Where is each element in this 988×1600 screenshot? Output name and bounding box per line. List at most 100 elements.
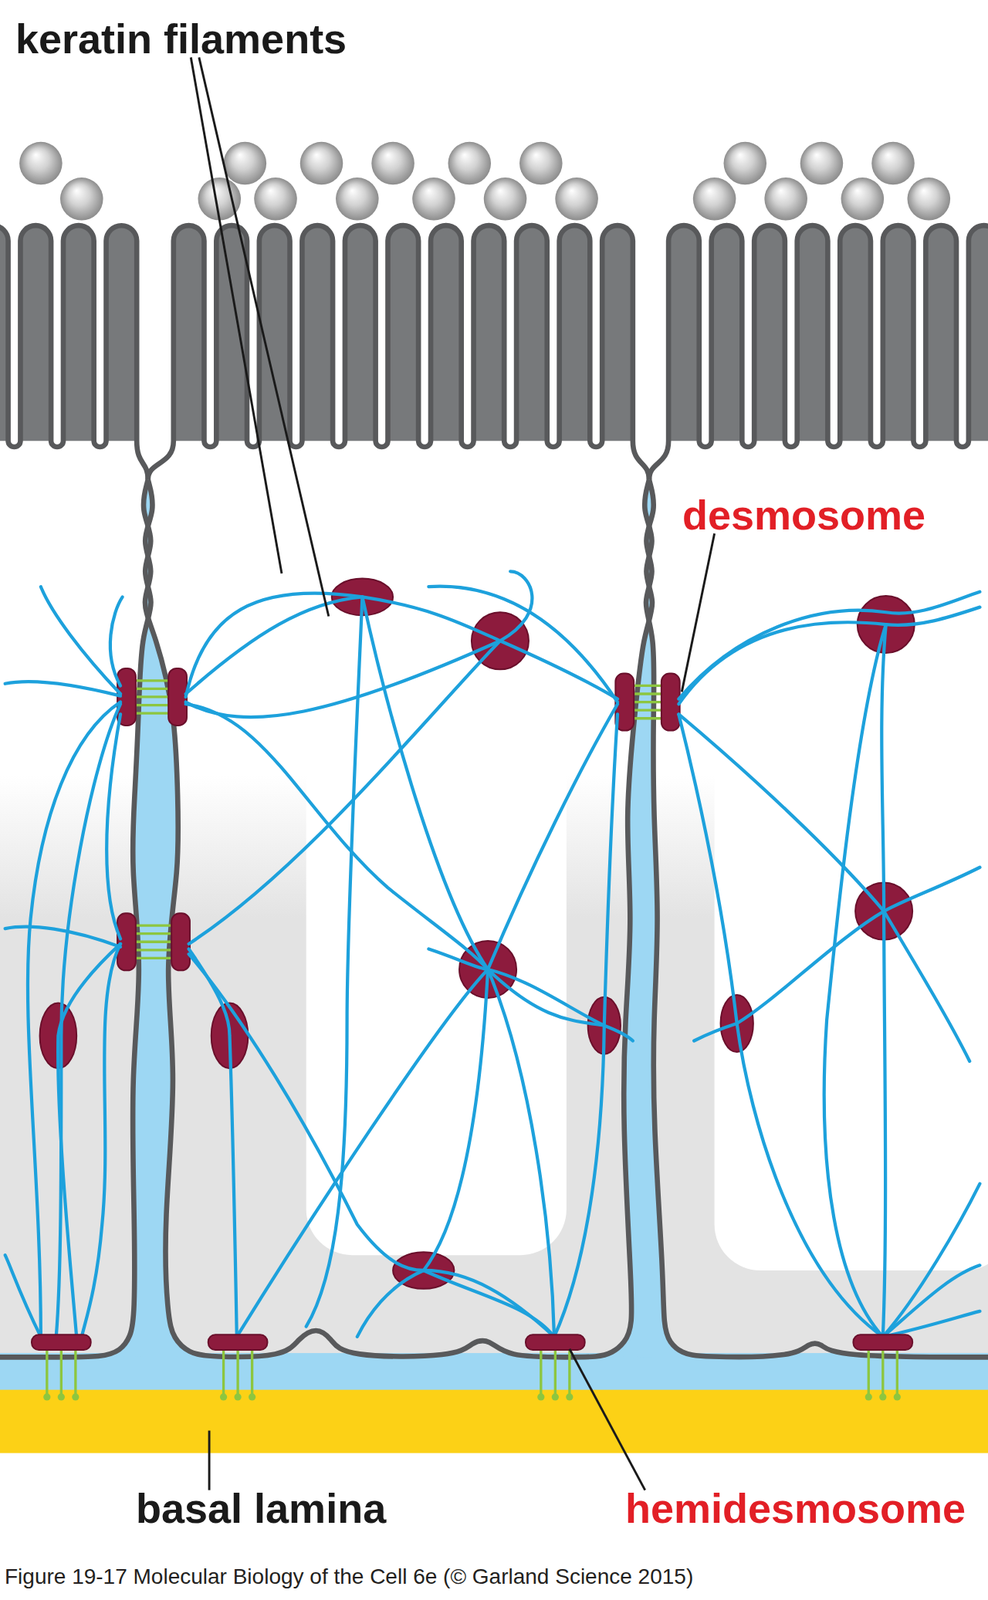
cadherin-link	[135, 687, 170, 691]
integrin-link	[539, 1349, 542, 1395]
keratin-filament	[186, 703, 605, 1026]
desmosome-plaque	[171, 913, 190, 971]
microvillus	[301, 225, 333, 441]
microvillus	[63, 225, 95, 441]
leader-line	[199, 57, 329, 616]
keratin-filament	[189, 954, 555, 1337]
microvillus	[754, 225, 785, 441]
surface-sphere	[764, 177, 808, 221]
keratin-filament	[5, 681, 121, 696]
integrin-link	[74, 1349, 77, 1395]
microvillus	[20, 225, 51, 441]
surface-sphere	[447, 142, 491, 186]
keratin-filament	[423, 1270, 555, 1337]
keratin-filament	[693, 867, 980, 1042]
cell-membrane	[0, 479, 151, 1357]
microvillus	[602, 225, 633, 441]
cadherin-link	[135, 695, 170, 698]
keratin-filament	[5, 1255, 41, 1337]
surface-sphere	[841, 177, 885, 221]
integrin-end	[537, 1393, 545, 1401]
integrin-link	[250, 1349, 254, 1395]
surface-sphere	[60, 177, 104, 221]
integrin-end	[865, 1393, 873, 1401]
microvillus	[345, 225, 376, 441]
surface-sphere	[554, 177, 599, 221]
microvillus	[839, 225, 871, 441]
microvillus	[711, 225, 743, 441]
integrin-link	[222, 1349, 225, 1395]
part-label: keratin filaments	[15, 16, 347, 62]
keratin-filament	[883, 1265, 981, 1337]
surface-sphere	[800, 142, 844, 186]
integrin-link	[45, 1349, 48, 1395]
keratin-filament	[357, 1270, 424, 1337]
cadherin-link	[135, 711, 170, 714]
microvillus	[516, 225, 548, 441]
keratin-filament	[883, 911, 970, 1062]
part-label: basal lamina	[135, 1485, 386, 1532]
part-label: desmosome	[682, 492, 926, 538]
keratin-filament	[362, 596, 555, 1337]
integrin-link	[554, 1349, 557, 1395]
keratin-filament	[189, 640, 501, 945]
surface-sphere	[907, 177, 951, 221]
microvillus	[559, 225, 591, 441]
desmosome-plaque	[117, 913, 136, 971]
integrin-end	[565, 1393, 573, 1401]
cadherin-link	[135, 957, 173, 960]
microvillus	[668, 225, 700, 441]
surface-sphere	[19, 142, 63, 186]
keratin-filament	[57, 944, 121, 1337]
keratin-filament	[186, 596, 363, 694]
keratin-filament	[40, 586, 121, 694]
part-label: hemidesmosome	[625, 1485, 966, 1532]
integrin-end	[233, 1393, 241, 1401]
keratin-filament	[106, 713, 121, 939]
surface-sphere	[371, 142, 415, 186]
surface-sphere	[483, 177, 528, 221]
cadherin-link	[135, 679, 170, 682]
integrin-end	[71, 1393, 79, 1401]
microvillus	[173, 225, 205, 441]
surface-sphere	[412, 177, 456, 221]
microvillus	[797, 225, 829, 441]
cadherin-link	[135, 923, 173, 927]
surface-sphere	[300, 142, 344, 186]
figure-caption: Figure 19-17 Molecular Biology of the Ce…	[4, 1563, 694, 1591]
integrin-link	[236, 1349, 239, 1395]
keratin-filament	[110, 596, 123, 686]
keratin-filament	[27, 702, 121, 1337]
apical-membrane	[0, 225, 149, 480]
cadherin-link	[135, 932, 173, 935]
integrin-end	[248, 1393, 256, 1401]
keratin-filament	[428, 586, 618, 703]
cell-membrane	[646, 479, 988, 1357]
cadherin-link	[135, 703, 170, 707]
hemidesmosome-plaque	[208, 1334, 268, 1351]
microvillus	[387, 225, 419, 441]
cadherin-link	[632, 692, 663, 695]
apical-membrane	[148, 225, 650, 480]
basal-space	[0, 1353, 988, 1392]
cell-membrane	[145, 479, 653, 1357]
microvillus	[968, 225, 988, 441]
keratin-filament	[881, 624, 887, 1337]
surface-sphere	[724, 142, 768, 186]
microvillus	[430, 225, 462, 441]
keratin-filament	[487, 703, 618, 970]
surface-sphere	[223, 142, 268, 186]
keratin-filament	[428, 949, 633, 1042]
keratin-filament	[824, 624, 887, 1337]
desmosome-plaque	[168, 668, 187, 726]
cadherin-link	[632, 717, 663, 720]
hemidesmosome-plaque	[31, 1334, 92, 1351]
keratin-filament	[5, 927, 121, 948]
hemidesmosome-plaque	[525, 1334, 586, 1351]
cadherin-link	[632, 709, 663, 712]
leader-line	[208, 1431, 211, 1491]
keratin-filament	[56, 703, 121, 1337]
hemidesmosome-plaque	[852, 1334, 913, 1351]
keratin-filament	[81, 944, 121, 1337]
keratin-filament	[883, 1184, 981, 1337]
